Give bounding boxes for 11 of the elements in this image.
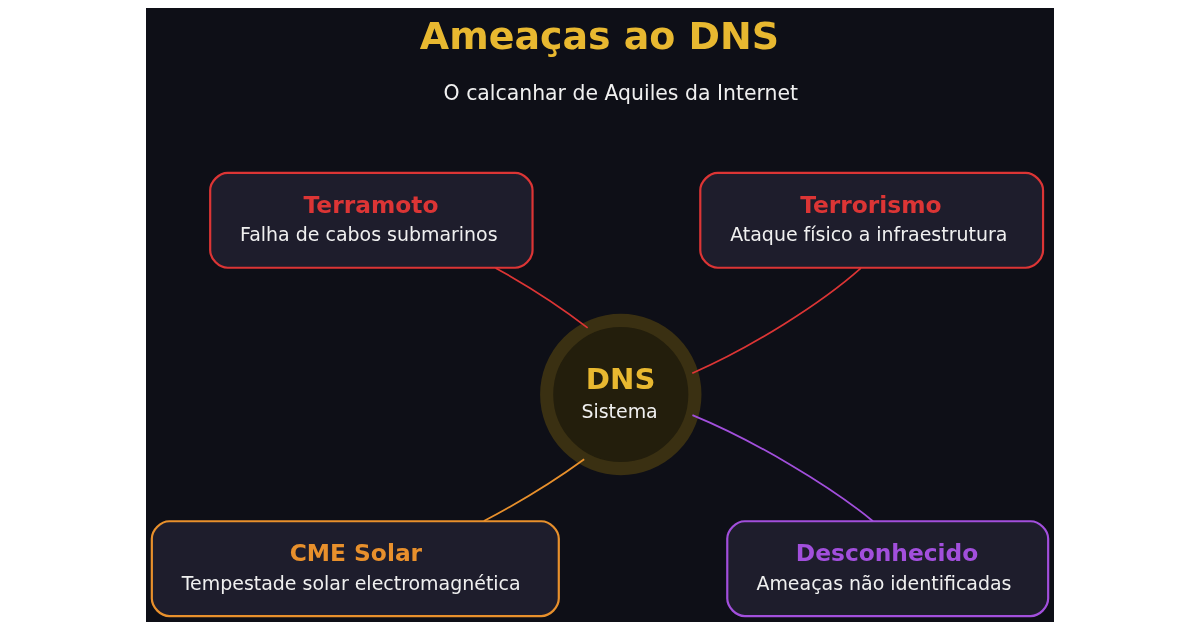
connector bbox=[483, 458, 586, 522]
node-box: CME Solar Tempestade solar electromagnética bbox=[150, 520, 560, 618]
connector bbox=[494, 267, 589, 329]
node-box: Desconhecido Ameaças não identificadas bbox=[726, 520, 1050, 618]
node-box: Terrorismo Ataque físico a infraestrutura bbox=[699, 171, 1045, 269]
connector bbox=[691, 414, 874, 523]
node-box: Terramoto Falha de cabos submarinos bbox=[209, 171, 534, 269]
diagram-title: Ameaças ao DNS bbox=[419, 13, 780, 58]
connector bbox=[691, 267, 862, 375]
node-circle: DNS Sistema bbox=[540, 313, 702, 476]
label: O calcanhar de Aquiles da Internet bbox=[443, 80, 798, 105]
